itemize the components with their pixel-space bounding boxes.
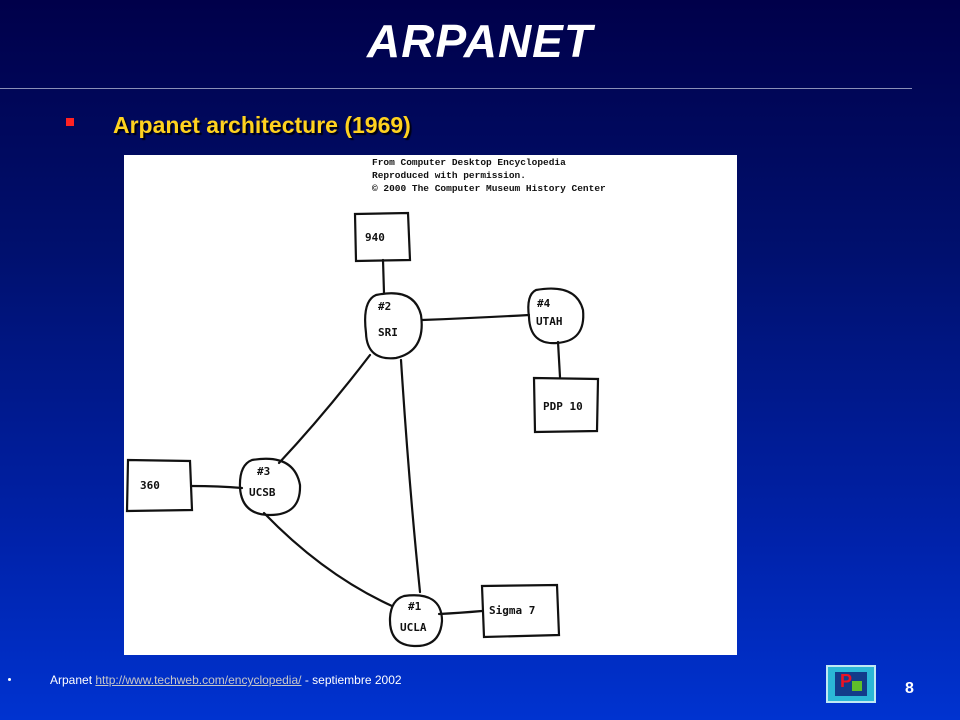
node-sri-number: #2 <box>378 300 391 313</box>
logo-accent <box>852 681 862 691</box>
node-pdp10-label: PDP 10 <box>543 400 583 413</box>
credit-line: From Computer Desktop Encyclopedia <box>372 157 566 168</box>
node-ucsb-label: UCSB <box>249 486 276 499</box>
node-sri-label: SRI <box>378 326 398 339</box>
arpanet-diagram: 940 #2 SRI #4 UTAH PDP 10 360 #3 UCSB #1… <box>125 211 600 648</box>
page-number: 8 <box>905 680 914 697</box>
node-360-box <box>125 458 194 513</box>
node-sri-circle <box>364 292 423 360</box>
bullet-square-icon <box>66 118 74 126</box>
node-940-box <box>353 211 412 263</box>
edge-360-ucsb <box>189 484 244 490</box>
edge-ucla-sigma7 <box>437 609 484 616</box>
slide-heading: Arpanet architecture (1969) <box>113 112 411 138</box>
node-pdp10-box <box>532 376 600 434</box>
node-360-label: 360 <box>140 479 160 492</box>
footer-source: Arpanet http://www.techweb.com/encyclope… <box>8 673 402 687</box>
credit-line: © 2000 The Computer Museum History Cente… <box>372 183 606 194</box>
edge-940-sri <box>381 258 386 295</box>
node-utah-circle <box>527 287 585 345</box>
edge-sri-utah <box>420 313 531 322</box>
node-ucsb-circle <box>238 457 302 517</box>
footer-bullet-icon <box>8 678 11 681</box>
footer-link[interactable]: http://www.techweb.com/encyclopedia/ <box>95 673 302 687</box>
edge-sri-ucsb <box>277 353 372 465</box>
node-ucla-number: #1 <box>408 600 422 613</box>
image-credit: From Computer Desktop Encyclopedia Repro… <box>372 156 606 195</box>
node-ucla-label: UCLA <box>400 621 427 634</box>
node-utah-number: #4 <box>537 297 551 310</box>
node-ucla-circle <box>388 594 444 648</box>
node-utah-label: UTAH <box>536 315 563 328</box>
footer-suffix: - septiembre 2002 <box>304 673 402 687</box>
logo-icon[interactable]: P <box>826 665 876 703</box>
node-sigma7-label: Sigma 7 <box>489 604 535 617</box>
edge-utah-pdp10 <box>556 340 562 379</box>
arpanet-diagram-image: 940 #2 SRI #4 UTAH PDP 10 360 #3 UCSB #1… <box>124 155 737 655</box>
logo-letter: P <box>840 671 853 691</box>
node-ucsb-number: #3 <box>257 465 270 478</box>
slide-title: ARPANET <box>367 15 593 67</box>
node-940-label: 940 <box>365 231 385 244</box>
footer-prefix: Arpanet <box>50 673 93 687</box>
edge-ucsb-ucla <box>262 511 394 608</box>
credit-line: Reproduced with permission. <box>372 170 526 181</box>
node-sigma7-box <box>480 583 561 639</box>
edge-sri-ucla <box>399 358 422 594</box>
title-divider <box>0 88 912 89</box>
